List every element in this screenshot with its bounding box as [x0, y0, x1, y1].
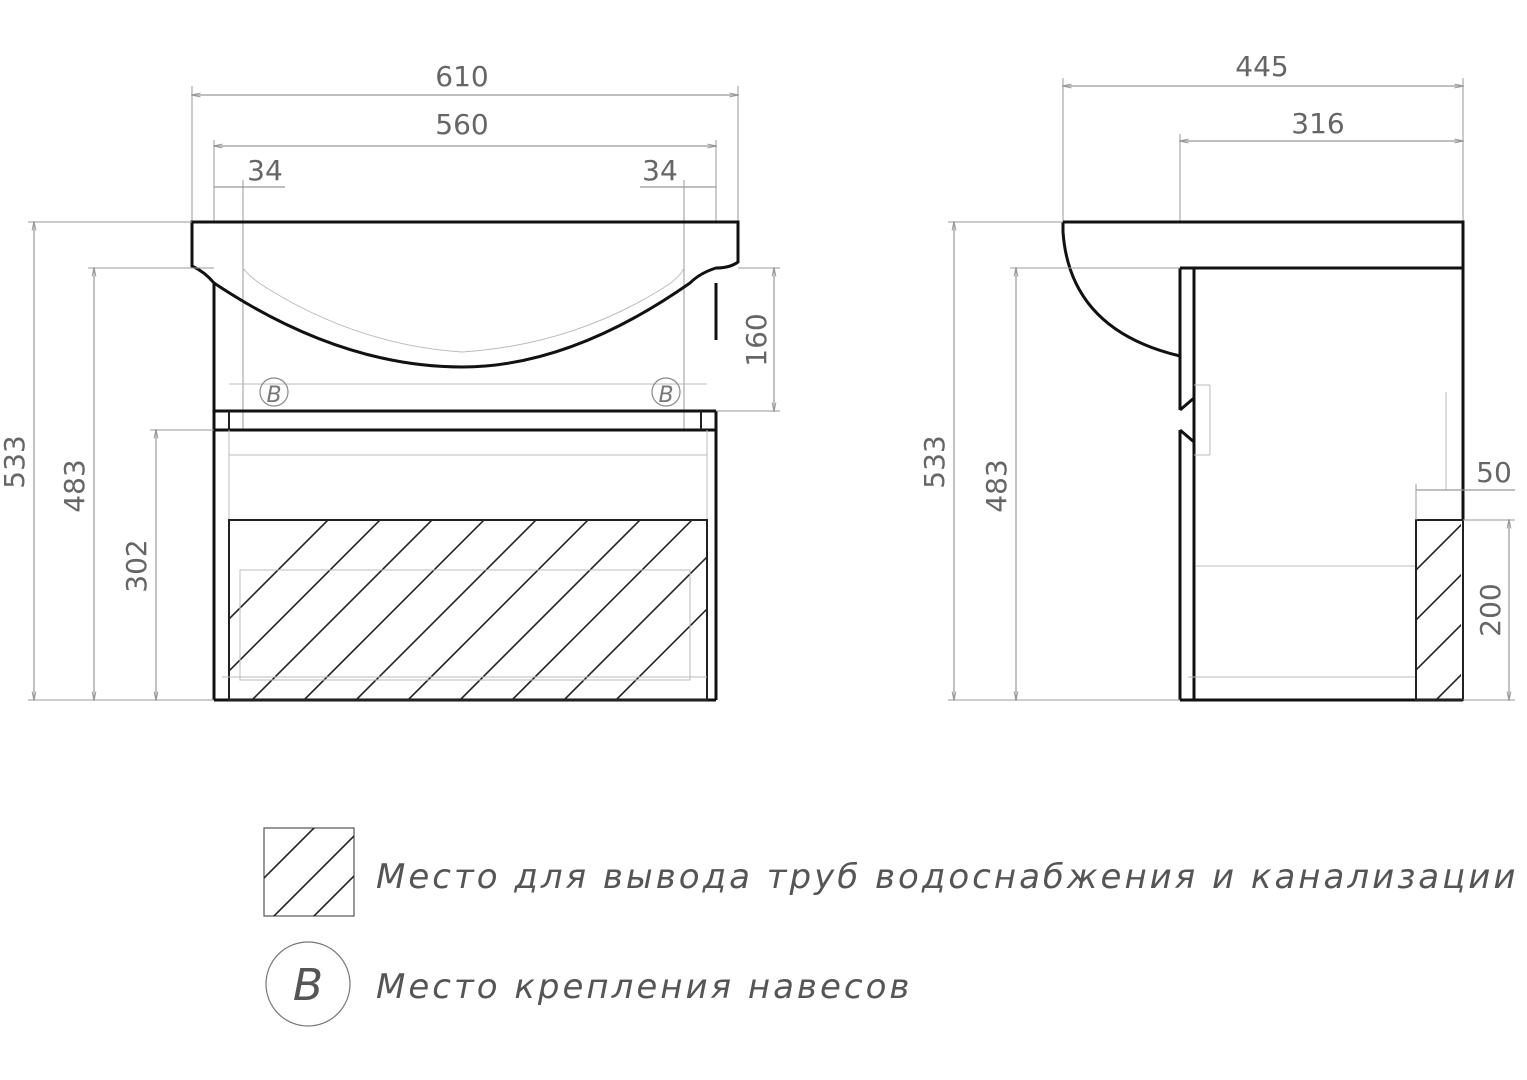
dim-34-right-label: 34: [642, 154, 678, 187]
front-view: 610 560 34 34: [0, 60, 780, 702]
mount-marker-right: B: [651, 377, 681, 408]
legend-mount-label: Место крепления навесов: [376, 967, 912, 1007]
dim-side-cabinet-height: 483: [980, 268, 1180, 700]
dim-302-label: 302: [120, 539, 153, 592]
dim-side-cutout-height: 200: [1463, 520, 1515, 700]
dim-front-inner-width: 560: [214, 108, 716, 222]
dim-533-front-label: 533: [0, 435, 31, 488]
legend-mount-symbol-label: B: [293, 960, 323, 1011]
dim-200-label: 200: [1474, 583, 1507, 636]
side-hatch-area: [1416, 523, 1461, 700]
dim-445-label: 445: [1235, 50, 1288, 83]
dim-316-label: 316: [1291, 107, 1344, 140]
dim-front-overall-width: 610: [192, 60, 738, 222]
legend-hatch-label: Место для вывода труб водоснабжения и ка…: [376, 857, 1518, 897]
dim-front-right-offset: 34: [640, 154, 716, 430]
dim-50-label: 50: [1476, 456, 1512, 489]
dim-560-label: 560: [435, 108, 488, 141]
dim-483-front-label: 483: [58, 459, 91, 512]
mount-marker-left-label: B: [266, 383, 281, 408]
mount-marker-right-label: B: [658, 383, 673, 408]
dim-front-basin-depth: 160: [716, 268, 780, 411]
dim-front-cabinet-height: 483: [58, 268, 214, 700]
dim-483-side-label: 483: [980, 459, 1013, 512]
dim-front-total-height: 533: [0, 222, 214, 700]
dim-160-label: 160: [740, 313, 773, 366]
dim-front-drawer-height: 302: [120, 430, 214, 700]
dim-side-cabinet-depth: 316: [1180, 107, 1463, 222]
legend: Место для вывода труб водоснабжения и ка…: [263, 827, 1518, 1027]
dim-side-overall-depth: 445: [1063, 50, 1463, 222]
legend-hatch-swatch: [263, 827, 355, 917]
dim-533-side-label: 533: [918, 435, 951, 488]
front-hatch-area: [229, 520, 707, 700]
side-view: 445 316: [918, 50, 1515, 702]
mount-marker-left: B: [259, 377, 289, 408]
dim-side-cutout-depth: 50: [1415, 456, 1515, 520]
legend-mount-symbol: B: [265, 941, 351, 1027]
dim-side-total-height: 533: [918, 222, 1180, 700]
dim-610-label: 610: [435, 60, 488, 93]
dim-34-left-label: 34: [247, 154, 283, 187]
